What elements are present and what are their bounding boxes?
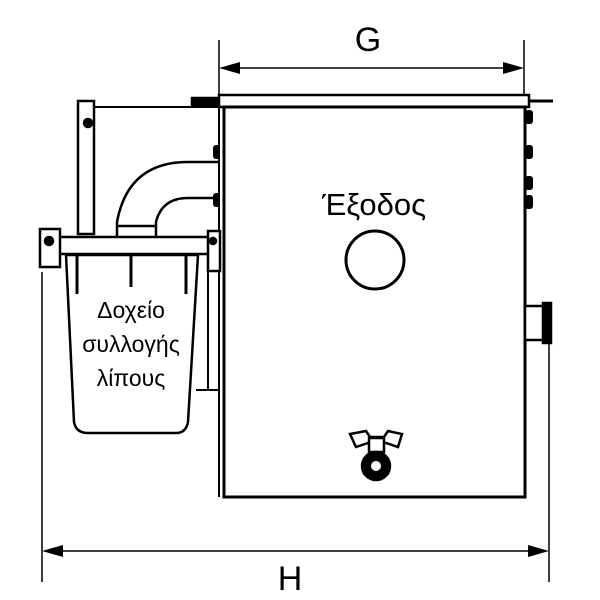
container-right-bolt-icon [208,236,218,246]
left-clip-1 [213,145,220,159]
drain-valve-icon [348,429,404,482]
container-rim [56,235,218,256]
valve-stem [367,436,386,454]
tank-body [222,105,527,499]
dimension-g-label: G [355,21,381,59]
tank-left-clips [213,145,220,207]
side-outlet-cap [541,301,553,345]
right-clip-4 [525,195,533,209]
dimension-h [41,272,550,582]
bracket-bolt-icon [82,117,94,129]
outlet-opening-icon [344,229,406,291]
elbow-pipe-outer [115,160,219,237]
dimension-g [218,40,525,98]
lid-flange [217,93,531,109]
outlet-label: Έξοδος [321,187,426,222]
dimension-h-arrow-right [528,545,549,557]
grease-container-label-line3: λίπους [97,365,166,391]
dimension-g-arrow-left [219,62,240,74]
lid-flange-left-tab [190,96,224,108]
dimension-g-arrow-right [503,62,524,74]
tank-right-clips [525,110,533,209]
right-clip-1 [525,110,533,124]
mounting-bracket [76,99,219,236]
side-outlet-stub [523,301,553,345]
valve-bore [371,461,381,471]
right-clip-3 [525,176,533,190]
grease-container-label-line1: Δοχείο [97,297,165,323]
grease-container-label-line2: συλλογής [82,331,180,357]
dimension-h-arrow-left [42,545,63,557]
top-lid [190,93,553,109]
container-left-latch [38,227,62,269]
dimension-h-label: H [278,560,303,598]
right-clip-2 [525,145,533,159]
elbow-pipe [115,160,219,237]
grease-container [38,227,222,435]
container-latch-bolt-icon [43,235,55,247]
bracket-vertical [76,99,96,236]
left-clip-2 [213,193,220,207]
container-body [64,253,200,435]
elbow-pipe-inner [154,196,219,237]
